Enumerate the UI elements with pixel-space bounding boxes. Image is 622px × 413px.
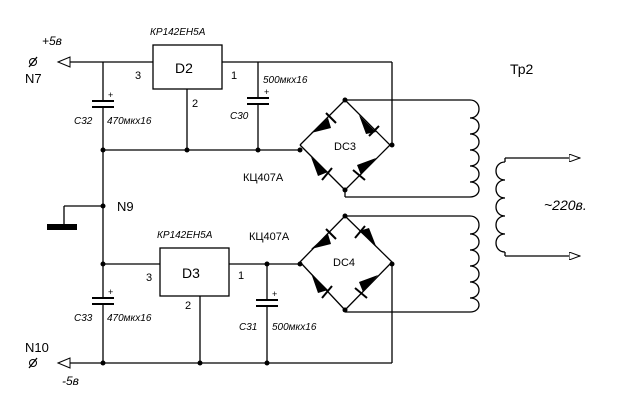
- terminal-n7: [28, 56, 38, 68]
- label-d2-pin2: 2: [192, 98, 198, 110]
- label-c31: С31: [239, 322, 257, 333]
- label-c30: С30: [230, 111, 249, 122]
- label-tr2: Тр2: [510, 61, 534, 77]
- bridge-dc3: [297, 97, 395, 193]
- top-arrow-plus5: [56, 56, 71, 68]
- label-c31-value: 500мкх16: [272, 322, 317, 333]
- label-d2-type: КР142ЕН5А: [150, 27, 206, 38]
- label-d3-pin3: 3: [146, 272, 152, 284]
- regulator-d3: [159, 247, 230, 297]
- label-c32: С32: [74, 116, 93, 127]
- label-n7: N7: [25, 71, 42, 86]
- label-c30-plus: +: [264, 87, 269, 97]
- label-dc3: DC3: [334, 141, 356, 153]
- tr2-primary: [495, 161, 506, 253]
- label-d2-pin3: 3: [135, 70, 141, 82]
- label-220v: ~220в.: [544, 197, 587, 213]
- ground-symbol: [47, 224, 77, 230]
- label-d3: D3: [182, 265, 200, 281]
- label-minus5: -5в: [62, 374, 79, 388]
- tr2-secondary-bottom: [469, 215, 480, 313]
- label-n9: N9: [117, 199, 134, 214]
- label-c33: С33: [74, 313, 93, 324]
- label-plus5: +5в: [42, 34, 62, 48]
- label-d2: D2: [175, 60, 193, 76]
- label-kc-bottom: КЦ407А: [249, 231, 290, 243]
- label-c33-value: 470мкх16: [107, 313, 152, 324]
- top-rail: [60, 61, 393, 145]
- label-c31-plus: +: [272, 289, 277, 299]
- label-kc-top: КЦ407А: [243, 172, 284, 184]
- tr2-secondary-top: [469, 99, 480, 198]
- label-d3-type: КР142ЕН5А: [157, 230, 213, 241]
- label-d3-pin2: 2: [185, 300, 191, 312]
- bridge-dc4: [299, 213, 395, 313]
- label-c32-plus: +: [108, 90, 113, 100]
- label-c33-plus: +: [108, 287, 113, 297]
- terminal-n10: [28, 357, 38, 369]
- label-c32-value: 470мкх16: [107, 116, 152, 127]
- label-n10: N10: [25, 340, 49, 355]
- label-d3-pin1: 1: [238, 270, 244, 282]
- label-dc4: DC4: [333, 257, 355, 269]
- label-c30-value: 500мкх16: [263, 75, 308, 86]
- label-d2-pin1: 1: [231, 70, 237, 82]
